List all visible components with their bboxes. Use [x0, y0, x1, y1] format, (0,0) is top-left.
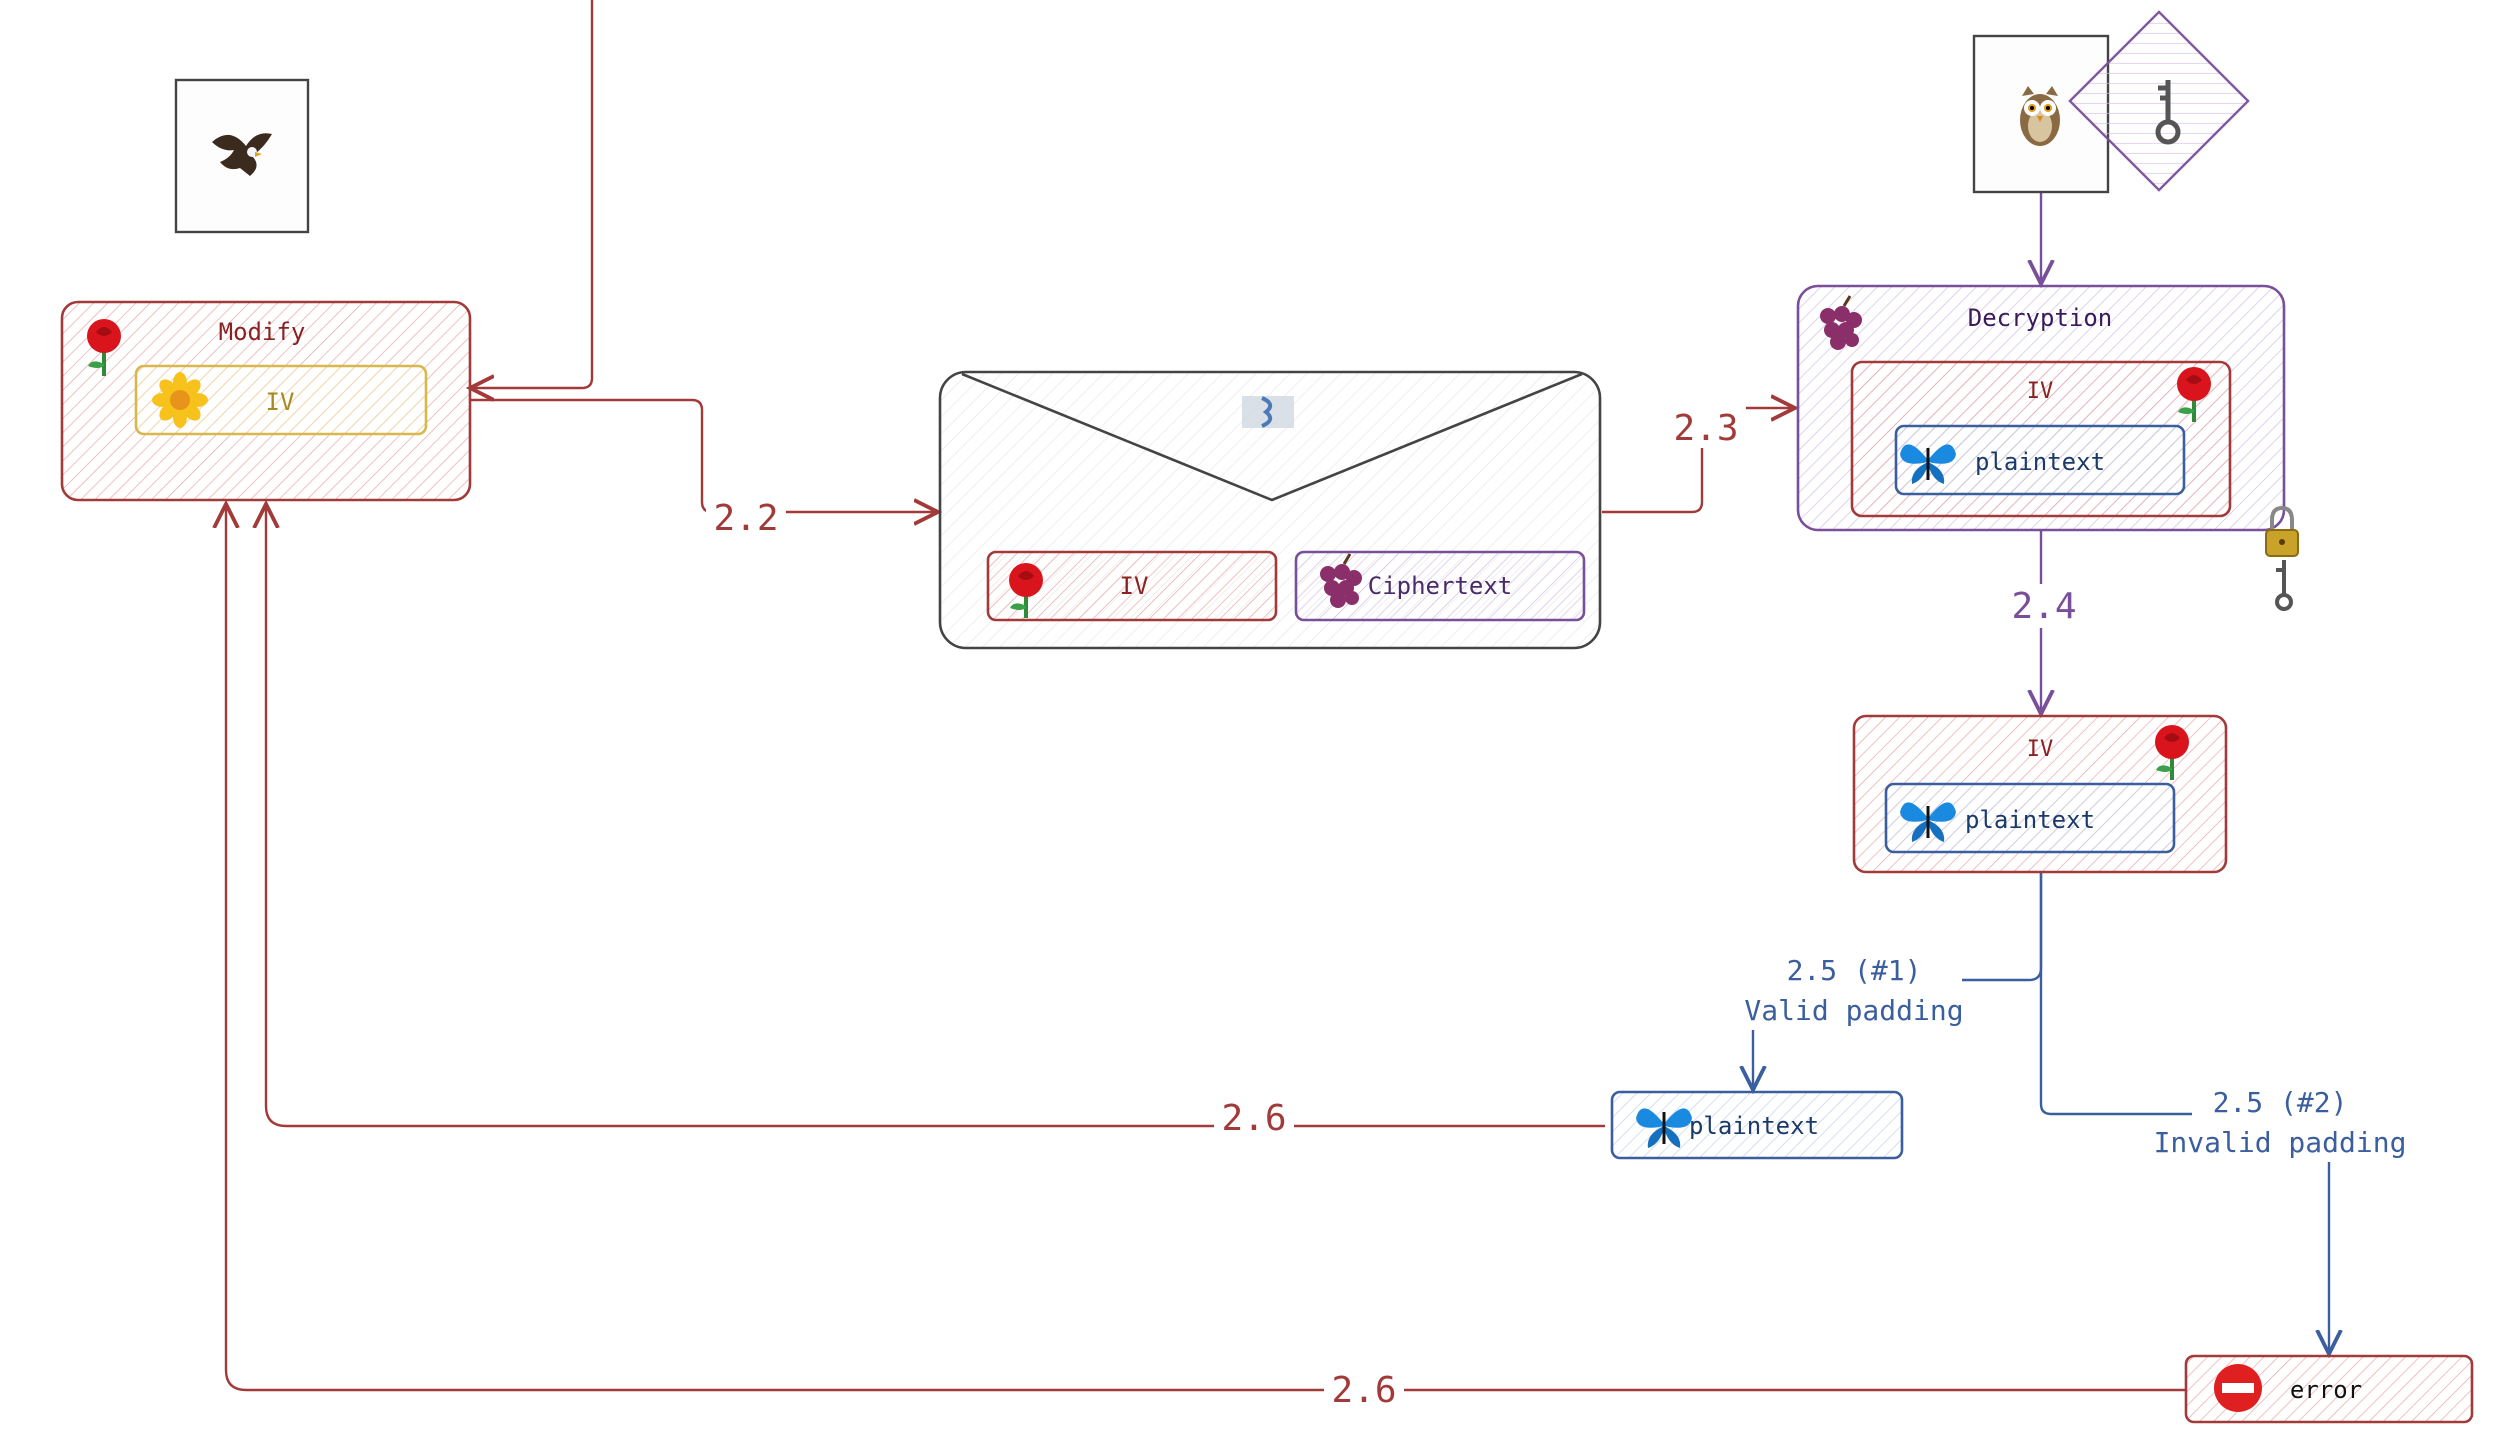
envelope-ciphertext-label: Ciphertext [1368, 572, 1513, 600]
envelope: IV Ciphertext [938, 370, 1602, 650]
result-plaintext-field: plaintext [1884, 782, 2176, 854]
butterfly-icon [1636, 1108, 1692, 1148]
step-2-5-valid-line2: Valid padding [1744, 994, 1963, 1027]
envelope-seal-icon [1242, 396, 1294, 428]
key-icon [2155, 80, 2181, 145]
step-2-6-error-label: 2.6 [1331, 1370, 1396, 1411]
result-box: IV plaintext [1852, 714, 2228, 874]
eagle-card [174, 78, 310, 234]
decryption-plaintext-field: plaintext [1894, 424, 2186, 496]
key-card [2068, 10, 2250, 192]
modify-box: Modify IV [60, 300, 472, 502]
modify-title: Modify [219, 318, 306, 346]
grapes-icon [1320, 553, 1362, 608]
rose-icon [1009, 563, 1043, 618]
decryption-iv-box: IV plaintext [1850, 360, 2232, 518]
envelope-iv-field: IV [986, 550, 1278, 622]
modify-iv-label: IV [266, 388, 295, 416]
result-iv-label: IV [2027, 737, 2054, 762]
step-labels: 2.2 2.3 2.4 2.5 (#1) Valid padding 2.5 (… [706, 404, 2406, 1412]
valid-plaintext-label: plaintext [1689, 1112, 1819, 1140]
step-2-5-invalid-line2: Invalid padding [2154, 1126, 2407, 1159]
decryption-plaintext-label: plaintext [1975, 448, 2105, 476]
connectors [226, 0, 2329, 1392]
padlock-icon [2265, 505, 2299, 611]
rose-icon [87, 319, 121, 376]
butterfly-icon [1900, 444, 1956, 484]
step-2-4-label: 2.4 [2011, 586, 2076, 627]
step-2-5-valid-line1: 2.5 (#1) [1787, 954, 1922, 987]
connector-2-2 [470, 398, 938, 512]
decryption-title: Decryption [1968, 304, 2113, 332]
decryption-box: Decryption IV plaintext [1796, 284, 2299, 611]
step-2-2-label: 2.2 [713, 498, 778, 539]
connector-2-6-valid [266, 504, 1605, 1128]
envelope-ciphertext-field: Ciphertext [1294, 550, 1586, 622]
sunflower-icon [152, 372, 208, 428]
eagle-icon [212, 133, 272, 176]
rose-icon [2155, 725, 2189, 780]
envelope-iv-label: IV [1120, 572, 1149, 600]
connector-2-5-invalid [2039, 872, 2192, 1116]
step-2-3-label: 2.3 [1673, 408, 1738, 449]
step-2-6-valid-label: 2.6 [1221, 1098, 1286, 1139]
butterfly-icon [1900, 802, 1956, 842]
no-entry-icon [2214, 1364, 2262, 1412]
connector-top-to-modify [470, 0, 594, 388]
step-2-5-invalid-line1: 2.5 (#2) [2213, 1086, 2348, 1119]
owl-icon [2020, 86, 2060, 146]
error-box: error [2184, 1354, 2474, 1424]
valid-plaintext-box: plaintext [1610, 1090, 1904, 1160]
envelope-flap [961, 372, 1583, 502]
grapes-icon [1820, 295, 1862, 350]
modify-iv-field: IV [134, 364, 428, 436]
error-label: error [2290, 1376, 2362, 1404]
result-plaintext-label: plaintext [1965, 806, 2095, 834]
connector-2-6-error [226, 504, 2185, 1392]
connector-2-5-valid [1962, 872, 2043, 982]
rose-icon [2177, 367, 2211, 422]
decryption-iv-label: IV [2027, 379, 2054, 404]
